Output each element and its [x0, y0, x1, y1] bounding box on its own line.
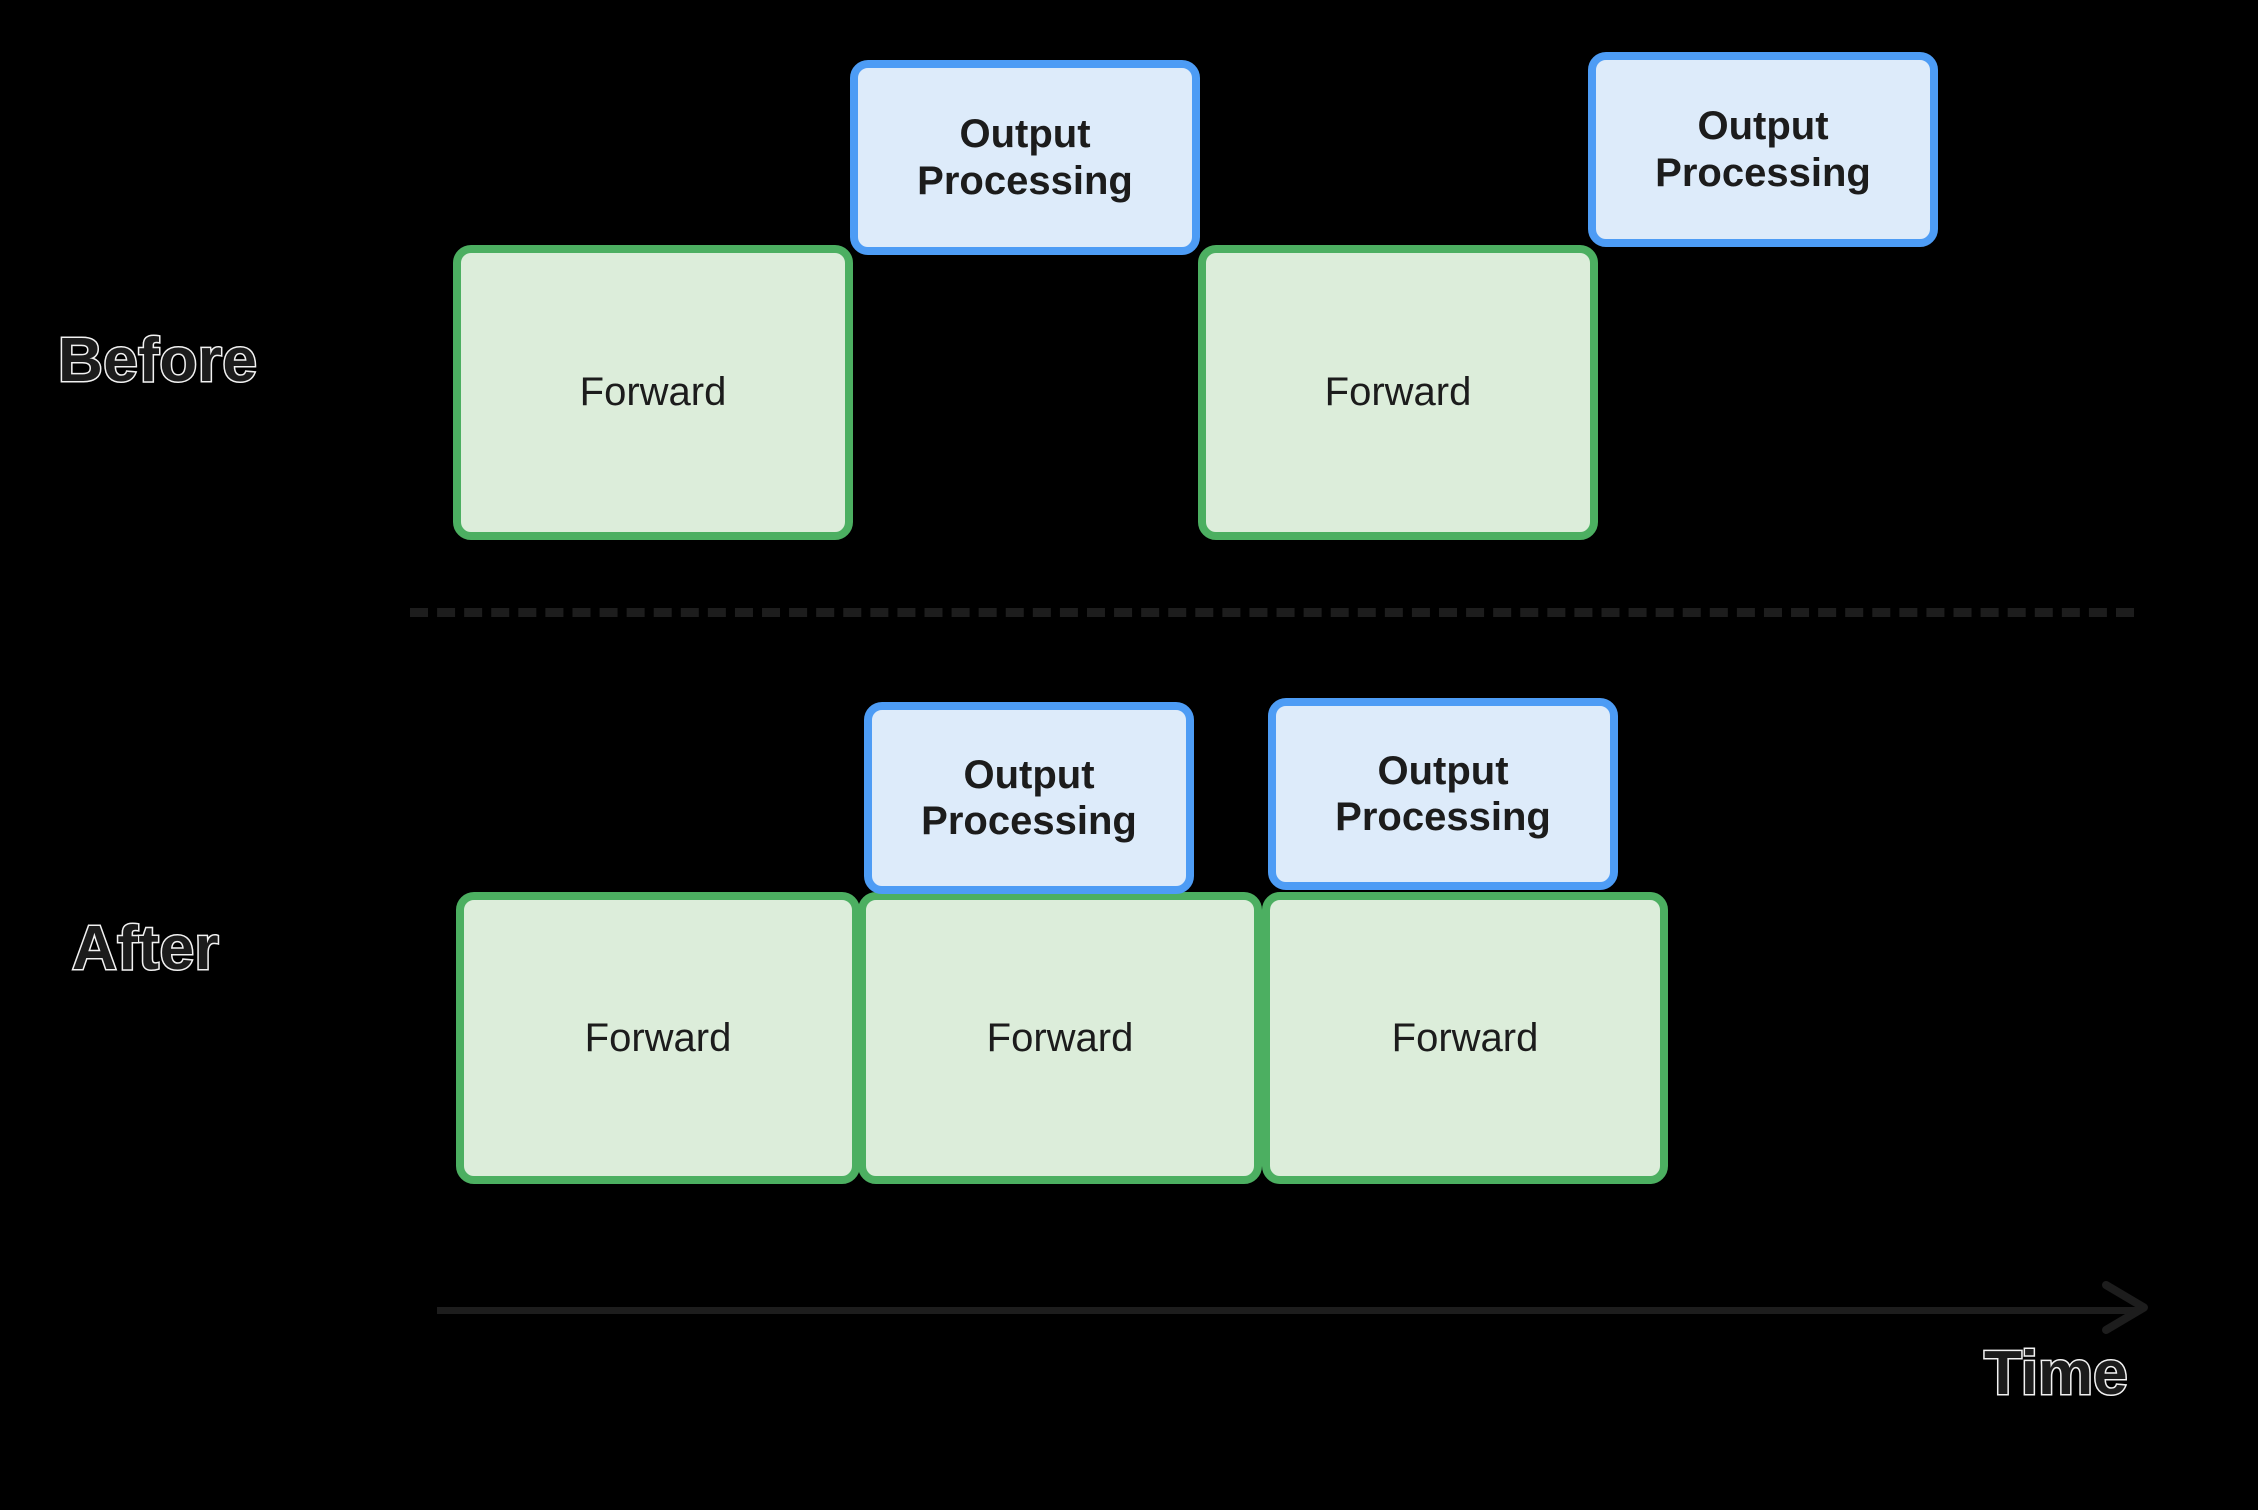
block-label: Forward [579, 370, 727, 414]
block-forward-after-3: Forward [1262, 892, 1668, 1184]
time-axis-label: Time [1983, 1339, 2130, 1408]
block-label: Forward [1324, 370, 1472, 414]
block-label: Forward [584, 1015, 732, 1060]
block-forward-before-1: Forward [453, 245, 853, 540]
block-label: Forward [1391, 1015, 1539, 1060]
block-forward-before-2: Forward [1198, 245, 1598, 540]
row-label-before: Before [56, 326, 258, 395]
row-label-after: After [70, 914, 220, 983]
block-forward-after-2: Forward [858, 892, 1262, 1184]
block-label: Forward [986, 1015, 1134, 1060]
time-axis-line [437, 1307, 2137, 1314]
section-divider [410, 608, 2134, 617]
block-forward-after-1: Forward [456, 892, 860, 1184]
time-axis-arrowhead-icon [2100, 1279, 2160, 1337]
